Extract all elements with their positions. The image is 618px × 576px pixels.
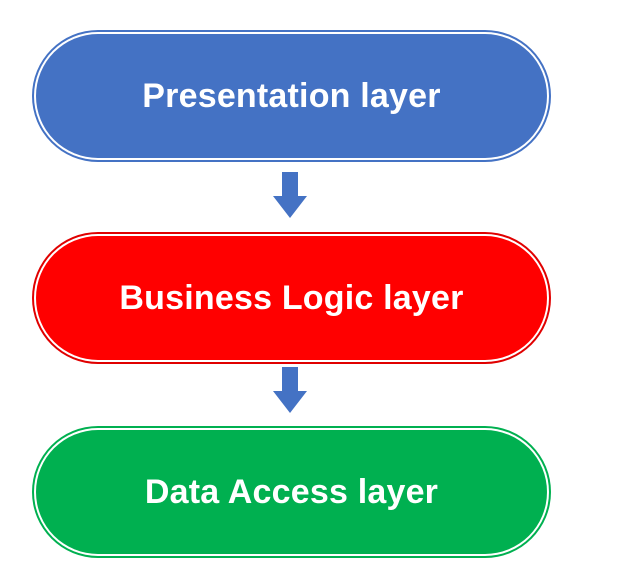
data-access-layer-box: Data Access layer — [36, 430, 547, 554]
down-arrow-icon — [273, 367, 307, 413]
business-logic-layer-label: Business Logic layer — [119, 278, 464, 317]
presentation-layer-box: Presentation layer — [36, 34, 547, 158]
data-access-layer-label: Data Access layer — [144, 472, 439, 511]
business-logic-layer-box: Business Logic layer — [36, 236, 547, 360]
down-arrow-icon — [273, 172, 307, 218]
presentation-layer-label: Presentation layer — [142, 76, 441, 115]
